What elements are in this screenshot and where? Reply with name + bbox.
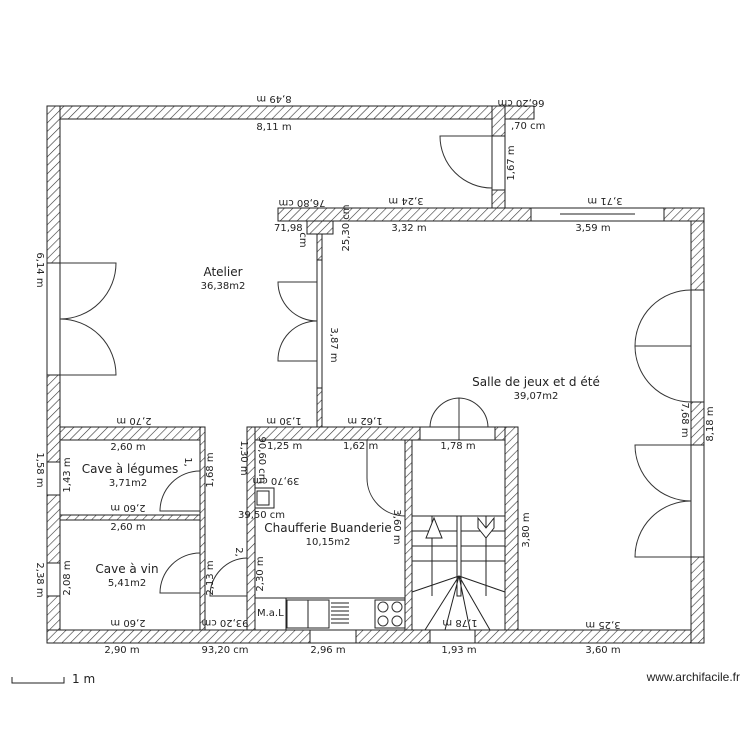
partition-door-frame	[316, 259, 323, 389]
svg-text:2,08 m: 2,08 m	[62, 560, 73, 595]
svg-text:2,30 m: 2,30 m	[255, 556, 266, 591]
svg-text:3,24 m: 3,24 m	[388, 195, 423, 206]
svg-text:90,60 cm: 90,60 cm	[256, 436, 267, 483]
svg-text:2,: 2,	[233, 547, 244, 557]
watermark: www.archifacile.fr	[646, 670, 740, 684]
room-chaufferie-area: 10,15m2	[306, 537, 351, 548]
room-cave-vin-area: 5,41m2	[108, 578, 146, 589]
room-chaufferie-name: Chaufferie Buanderie	[264, 521, 392, 535]
window-right-2	[690, 444, 705, 558]
svg-text:2,90 m: 2,90 m	[104, 645, 139, 656]
left-door-frame	[46, 262, 61, 376]
room-atelier-area: 36,38m2	[201, 281, 246, 292]
svg-text:3,32 m: 3,32 m	[391, 223, 426, 234]
svg-text:1,43 m: 1,43 m	[62, 457, 73, 492]
room-cave-legumes-area: 3,71m2	[109, 478, 147, 489]
svg-text:1,25 m: 1,25 m	[267, 441, 302, 452]
svg-text:,70 cm: ,70 cm	[511, 121, 545, 132]
svg-text:25,30 cm: 25,30 cm	[341, 204, 352, 251]
svg-text:1,78 m: 1,78 m	[440, 441, 475, 452]
svg-text:1,78 m: 1,78 m	[442, 617, 477, 628]
svg-text:93,20 cm: 93,20 cm	[201, 617, 248, 628]
svg-text:2,60 m: 2,60 m	[110, 442, 145, 453]
svg-text:76,80 cm: 76,80 cm	[278, 197, 325, 208]
svg-text:3,60 m: 3,60 m	[585, 645, 620, 656]
room-cave-vin-name: Cave à vin	[95, 562, 158, 576]
window-vin	[46, 562, 61, 597]
svg-text:39,70 cm: 39,70 cm	[252, 475, 299, 486]
closet-door-swing	[439, 135, 493, 189]
svg-text:39,50 cm: 39,50 cm	[238, 510, 285, 521]
stair-up-arrow-icon	[425, 516, 443, 539]
room-labels: Atelier 36,38m2 Salle de jeux et d été 3…	[82, 265, 600, 619]
dimension-labels: 8,49 m 8,11 m 66,20 cm ,70 cm 1,67 m 3,2…	[34, 93, 716, 656]
svg-text:2,60 m: 2,60 m	[110, 522, 145, 533]
svg-text:1,62 m: 1,62 m	[343, 441, 378, 452]
svg-text:3,59 m: 3,59 m	[575, 223, 610, 234]
room-salle-area: 39,07m2	[514, 391, 559, 402]
svg-text:2,70 m: 2,70 m	[116, 415, 151, 426]
svg-text:1,93 m: 1,93 m	[441, 645, 476, 656]
svg-text:1,58 m: 1,58 m	[34, 452, 45, 487]
svg-text:3,71 m: 3,71 m	[587, 195, 622, 206]
svg-text:8,49 m: 8,49 m	[256, 93, 291, 104]
staircase	[411, 439, 506, 631]
svg-text:7,68 m: 7,68 m	[679, 402, 690, 437]
svg-text:1,62 m: 1,62 m	[347, 415, 382, 426]
svg-text:3,87 m: 3,87 m	[328, 327, 339, 362]
closet-door-frame	[491, 135, 506, 191]
svg-text:71,98: 71,98	[274, 223, 303, 234]
mal-label: M.a.L	[257, 608, 284, 619]
room-atelier-name: Atelier	[203, 265, 242, 279]
drainer-icon	[331, 602, 349, 624]
svg-text:cm: cm	[297, 232, 308, 247]
svg-text:2,13 m: 2,13 m	[205, 560, 216, 595]
svg-text:6,14 m: 6,14 m	[34, 252, 45, 287]
svg-text:1,30 m: 1,30 m	[238, 440, 249, 475]
svg-text:93,20 cm: 93,20 cm	[201, 645, 248, 656]
svg-text:1,68 m: 1,68 m	[205, 452, 216, 487]
svg-text:66,20 cm: 66,20 cm	[497, 97, 544, 108]
svg-text:2,38 m: 2,38 m	[34, 562, 45, 597]
scale-label: 1 m	[72, 672, 95, 686]
scale-bar: 1 m	[11, 672, 95, 686]
svg-text:8,18 m: 8,18 m	[705, 406, 716, 441]
svg-text:1,30 m: 1,30 m	[266, 415, 301, 426]
svg-text:2,60 m: 2,60 m	[110, 502, 145, 513]
stair-down-arrow-icon	[477, 516, 495, 539]
svg-text:3,60 m: 3,60 m	[391, 509, 402, 544]
stove-icon	[374, 599, 406, 629]
window-right-1	[690, 289, 705, 403]
openings	[46, 135, 705, 644]
svg-text:3,25 m: 3,25 m	[585, 619, 620, 630]
window-legumes	[46, 461, 61, 496]
svg-text:2,96 m: 2,96 m	[310, 645, 345, 656]
svg-text:3,80 m: 3,80 m	[521, 512, 532, 547]
room-cave-legumes-name: Cave à légumes	[82, 462, 178, 476]
fixtures	[254, 487, 406, 631]
svg-text:1,67 m: 1,67 m	[506, 145, 517, 180]
room-salle-name: Salle de jeux et d été	[472, 375, 600, 389]
svg-text:8,11 m: 8,11 m	[256, 122, 291, 133]
svg-text:1,: 1,	[182, 457, 193, 467]
svg-text:2,60 m: 2,60 m	[110, 617, 145, 628]
